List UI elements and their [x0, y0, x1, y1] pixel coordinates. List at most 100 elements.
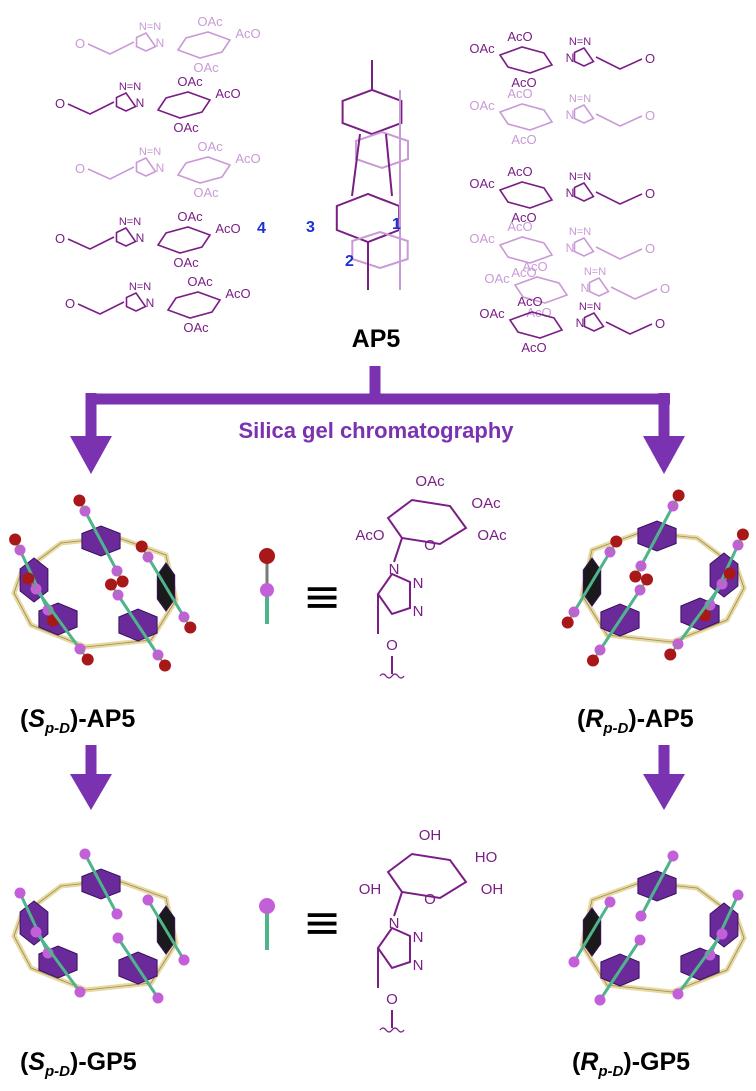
triazole-ball: [732, 889, 744, 901]
oxygen-label: O: [65, 296, 75, 311]
sugar-ball: [736, 528, 749, 541]
triazole-ball: [672, 988, 684, 1000]
acetyl-label: OAc: [193, 60, 219, 75]
acetyl-label: OAc: [173, 255, 199, 270]
linker-stick: [618, 589, 642, 621]
linker-stick: [676, 613, 702, 645]
linker-bond: [595, 191, 643, 205]
acetyl-label: AcO: [225, 286, 250, 301]
sugar-ring: [508, 311, 564, 339]
sugar-ring: [176, 31, 232, 59]
nitrogen-label: N: [566, 108, 575, 122]
sp-gp5-label: (Sp-D)-GP5: [20, 1048, 137, 1080]
triazole-ball: [74, 986, 86, 998]
triazole-ball: [716, 928, 728, 940]
acetyl-label: AcO: [511, 132, 536, 147]
linker-stick: [99, 883, 119, 915]
acetyl-label: OAc: [193, 185, 219, 200]
linker-stick: [34, 931, 60, 963]
sugar-ball: [184, 621, 197, 634]
sugar-ring: [156, 226, 212, 254]
substituent-label: HO: [475, 849, 498, 866]
sugar-ring: [166, 291, 222, 319]
oxygen-label: O: [645, 51, 655, 66]
triazole-ring: [376, 572, 411, 616]
linker-stick: [136, 967, 160, 999]
linker-stick: [598, 969, 622, 1001]
linker-stick: [83, 510, 103, 542]
linker-oxygen-label: O: [386, 991, 398, 1008]
acetyl-label: AcO: [507, 86, 532, 101]
nitrogen-label: N: [389, 561, 400, 578]
linker-stick: [18, 892, 36, 924]
acetyl-label: OAc: [484, 271, 510, 286]
ap5-label: AP5: [352, 325, 401, 353]
linker-stick: [83, 853, 103, 885]
sugar-ring: [498, 181, 554, 209]
linker-bond: [595, 246, 643, 260]
linker-stick: [598, 619, 622, 651]
ring-oxygen-label: O: [424, 891, 436, 908]
linker-stick: [146, 556, 168, 588]
process-label: Silica gel chromatography: [238, 418, 514, 443]
legend-free-sugar: ≡: [259, 895, 341, 950]
rp-gp5-model: [568, 850, 747, 1006]
core-ring-back: [355, 130, 409, 170]
linker-bond: [77, 301, 125, 315]
equiv-symbol-2: ≡: [303, 895, 342, 949]
sugar-ball: [629, 570, 642, 583]
nitrogen-label: N: [566, 186, 575, 200]
sugar-ball: [135, 540, 148, 553]
nitrogen-label: N=N: [584, 266, 606, 278]
acetyl-label: AcO: [235, 151, 260, 166]
core-ring-back: [351, 230, 409, 270]
linker-stick: [590, 551, 612, 583]
linker-stick: [639, 885, 659, 917]
nitrogen-label: N: [136, 231, 145, 245]
linker-stick: [164, 586, 186, 618]
position-number-3: 3: [306, 219, 315, 236]
triazole-ring: [135, 31, 157, 52]
linker-stick: [655, 505, 675, 537]
triazole-ring: [573, 236, 595, 257]
triazole-ball: [604, 896, 616, 908]
nitrogen-label: N: [156, 161, 165, 175]
acetyl-label: OAc: [177, 74, 203, 89]
linker-stick: [116, 937, 140, 969]
nitrogen-label: N: [576, 316, 585, 330]
anomeric-bond: [393, 891, 403, 917]
nitrogen-label: N=N: [129, 281, 151, 293]
sugar-ball: [116, 575, 129, 588]
sugar-ball: [723, 567, 736, 580]
position-number-2: 2: [345, 253, 354, 270]
ap5-structure: AcOOAcOAcNN=NOAcOOAcOAcNN=NOOAcAcOAcONN=…: [55, 14, 670, 355]
linker-stick: [590, 901, 612, 933]
linker-stick: [34, 588, 60, 620]
triazole-ring: [135, 156, 157, 177]
acetyl-label: OAc: [177, 209, 203, 224]
oxygen-label: O: [660, 281, 670, 296]
acetyl-label: OAc: [173, 120, 199, 135]
oxygen-label: O: [645, 108, 655, 123]
triazole-ring: [573, 103, 595, 124]
red-ball-icon: [259, 548, 275, 564]
oxygen-label: O: [55, 96, 65, 111]
linker-bond: [595, 56, 643, 70]
rp-ap5-model: [561, 489, 749, 667]
oxygen-label: O: [55, 231, 65, 246]
nitrogen-label: N=N: [569, 226, 591, 238]
nitrogen-label: N=N: [139, 21, 161, 33]
triazole-ball: [667, 850, 679, 862]
sugar-ring: [498, 46, 554, 74]
linker-stick: [99, 540, 119, 572]
substituent-label: OH: [481, 881, 504, 898]
sugar-ring: [513, 276, 569, 304]
acetyl-label: OAc: [469, 176, 495, 191]
oxygen-label: O: [75, 36, 85, 51]
linker-stick: [698, 583, 724, 615]
acetyl-label: AcO: [215, 221, 240, 236]
acetyl-label: AcO: [507, 164, 532, 179]
sp-ap5-label: (Sp-D)-AP5: [20, 705, 135, 737]
sugar-ball: [610, 535, 623, 548]
